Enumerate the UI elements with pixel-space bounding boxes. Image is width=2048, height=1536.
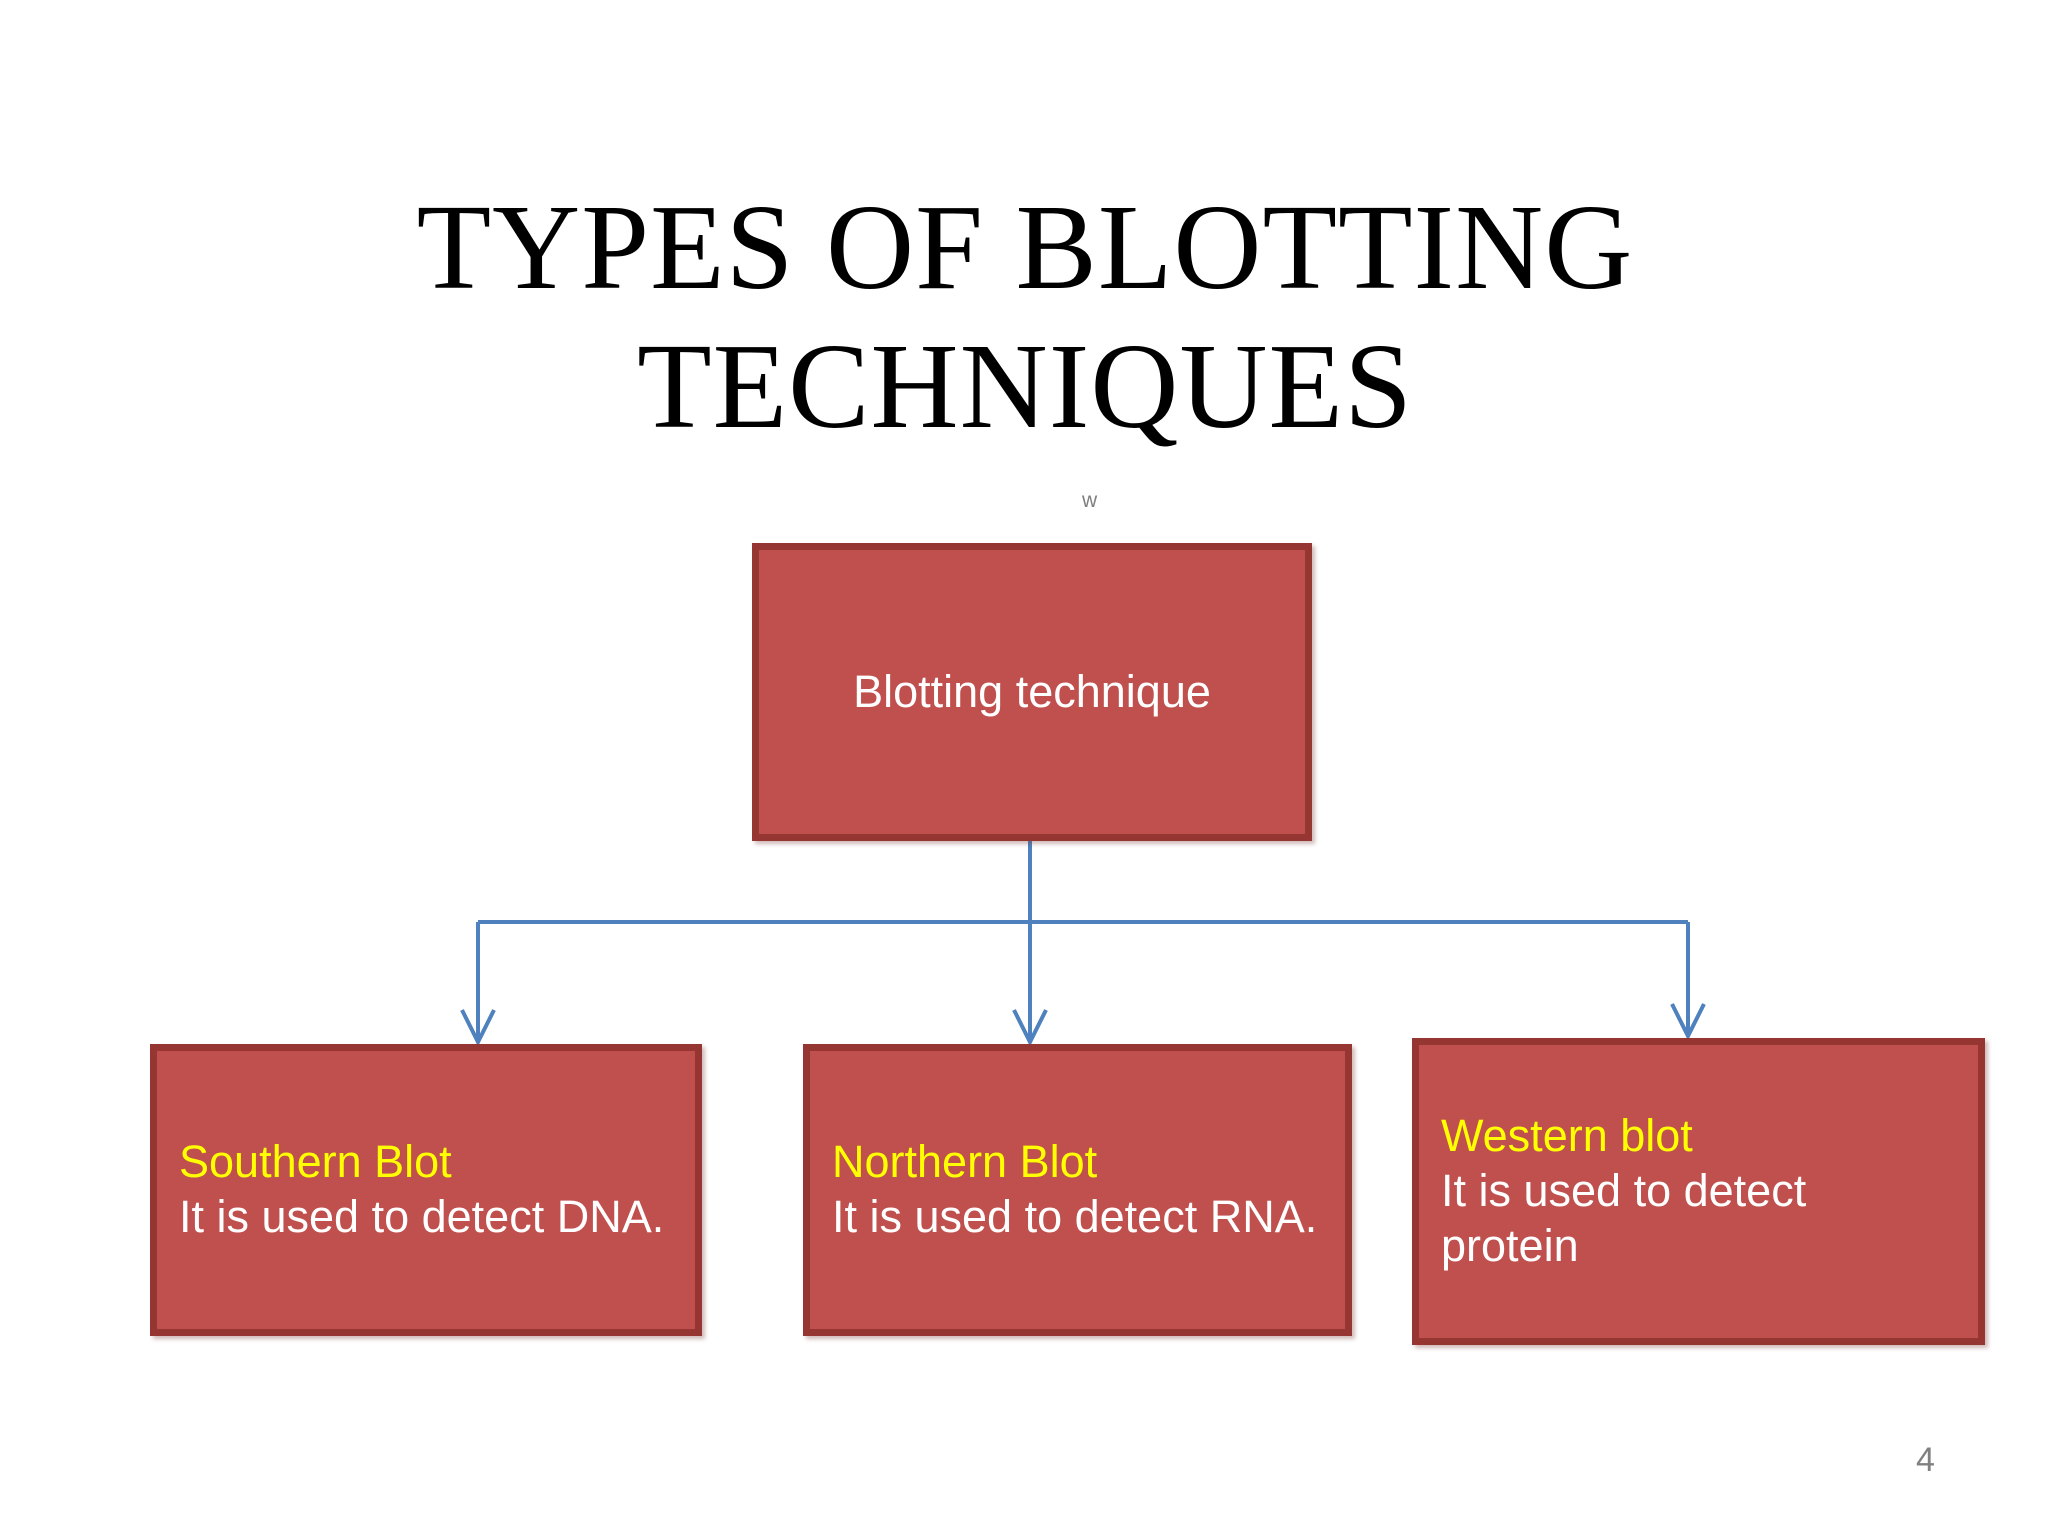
node-southern-blot[interactable]: Southern Blot It is used to detect DNA. <box>150 1044 702 1336</box>
page-number: 4 <box>1916 1441 1935 1479</box>
node-blotting-technique[interactable]: Blotting technique <box>752 543 1312 841</box>
arrowhead-middle-icon <box>1012 1009 1048 1047</box>
node-southern-heading: Southern Blot <box>179 1136 452 1188</box>
node-western-blot[interactable]: Western blot It is used to detect protei… <box>1412 1038 1985 1345</box>
arrowhead-right-icon <box>1670 1003 1706 1041</box>
node-northern-description: It is used to detect RNA. <box>832 1191 1318 1242</box>
node-northern-blot[interactable]: Northern Blot It is used to detect RNA. <box>803 1044 1352 1336</box>
node-western-heading: Western blot <box>1441 1110 1693 1162</box>
node-northern-heading: Northern Blot <box>832 1136 1098 1188</box>
page-title: TYPES OF BLOTTING TECHNIQUES <box>416 179 1634 454</box>
stray-text-label: w <box>1082 489 1098 512</box>
arrowhead-left-icon <box>460 1009 496 1047</box>
node-root-label: Blotting technique <box>853 665 1211 717</box>
node-western-description: It is used to detect protein <box>1441 1165 1807 1271</box>
node-southern-description: It is used to detect DNA. <box>179 1191 665 1242</box>
